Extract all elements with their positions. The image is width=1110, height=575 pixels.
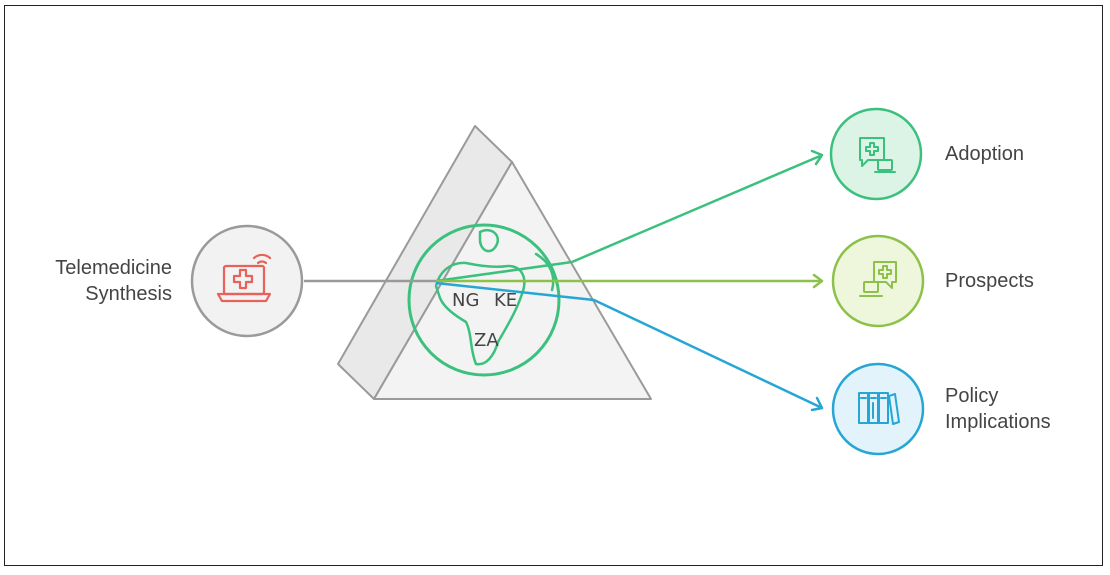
- output-beam-adoption: [435, 149, 824, 283]
- diagram-frame: [4, 5, 1103, 566]
- africa-globe-icon: NG KE ZA: [407, 223, 561, 377]
- prism: [337, 125, 652, 400]
- source-node: [190, 224, 304, 338]
- output-node-prospects: [831, 234, 925, 328]
- laptop-medical-wifi-icon: [216, 253, 272, 303]
- output-label-prospects: Prospects: [945, 268, 1034, 294]
- output-node-policy: [831, 362, 925, 456]
- output-node-adoption: [829, 107, 923, 201]
- source-label: Telemedicine Synthesis: [55, 255, 172, 307]
- output-label-policy-line2: Implications: [945, 411, 1051, 433]
- output-label-adoption-text: Adoption: [945, 143, 1024, 165]
- country-label-ng: NG: [452, 290, 479, 311]
- output-label-policy-line1: Policy: [945, 385, 999, 407]
- output-label-policy: Policy Implications: [945, 383, 1051, 435]
- country-label-ke: KE: [494, 290, 517, 311]
- chat-medical-icon: [859, 137, 896, 173]
- country-label-za: ZA: [474, 330, 499, 351]
- output-label-prospects-text: Prospects: [945, 270, 1034, 292]
- output-beam-policy: [435, 281, 824, 412]
- policy-books-icon: [858, 392, 900, 425]
- source-label-line1: Telemedicine: [55, 257, 172, 279]
- source-label-line2: Synthesis: [85, 283, 172, 305]
- chat-medical-plus-icon: [859, 261, 897, 297]
- output-label-adoption: Adoption: [945, 141, 1024, 167]
- output-beam-prospects: [436, 273, 824, 289]
